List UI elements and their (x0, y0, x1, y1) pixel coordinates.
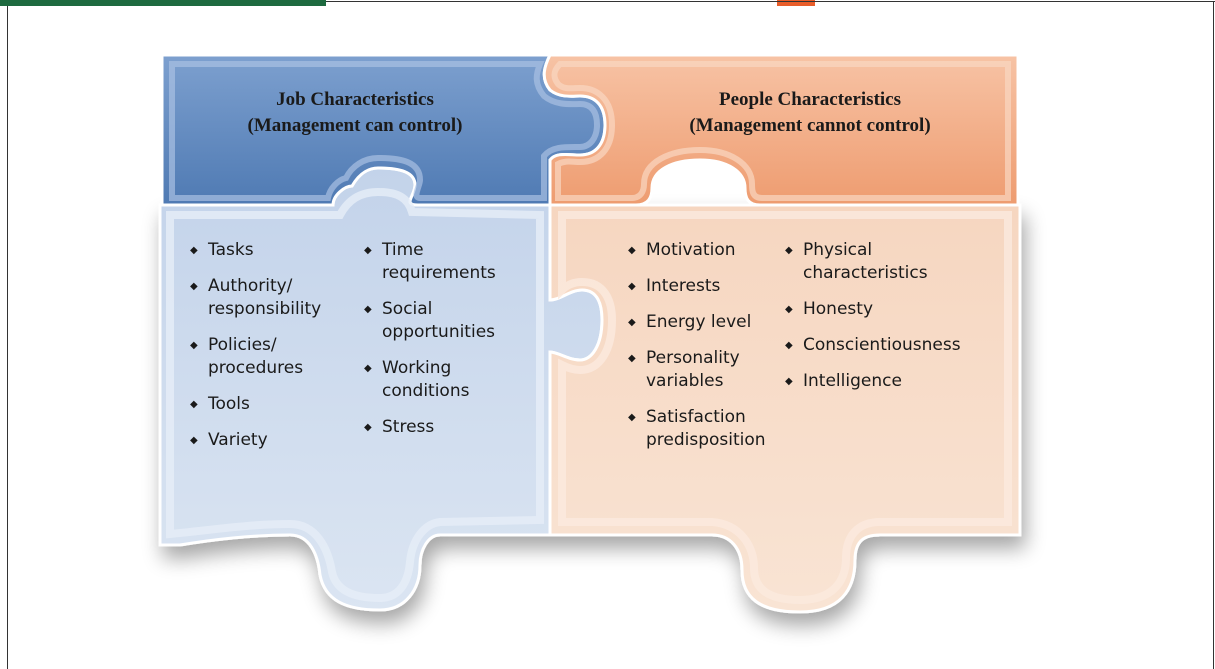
job-list-col2: ◆Time requirements ◆Social opportunities… (364, 239, 524, 452)
list-item: ◆Tasks (190, 240, 254, 260)
header-orange-mark (777, 0, 815, 6)
diamond-bullet-icon: ◆ (628, 353, 636, 364)
diamond-bullet-icon: ◆ (628, 281, 636, 292)
list-item: ◆Variety (190, 430, 268, 450)
list-item: ◆Personality variables (628, 348, 740, 391)
people-list-col2: ◆Physical characteristics ◆Honesty ◆Cons… (785, 239, 975, 406)
job-list-col1: ◆Tasks ◆Authority/ responsibility ◆Polic… (190, 239, 348, 465)
diamond-bullet-icon: ◆ (364, 245, 372, 256)
list-item: ◆Stress (364, 417, 435, 437)
diamond-bullet-icon: ◆ (628, 317, 636, 328)
job-characteristics-subtitle: (Management can control) (247, 115, 463, 136)
people-characteristics-title: People Characteristics (718, 89, 902, 110)
diamond-bullet-icon: ◆ (364, 363, 372, 374)
diamond-bullet-icon: ◆ (785, 376, 793, 387)
list-item: ◆Energy level (628, 312, 752, 332)
list-item: ◆Satisfaction predisposition (628, 407, 766, 450)
people-characteristics-subtitle: (Management cannot control) (689, 115, 931, 136)
diamond-bullet-icon: ◆ (190, 435, 198, 446)
people-list-col1: ◆Motivation ◆Interests ◆Energy level ◆Pe… (628, 239, 796, 465)
list-item: ◆Interests (628, 276, 721, 296)
frame-border-left (7, 6, 8, 669)
frame-border-right (1213, 1, 1214, 669)
diamond-bullet-icon: ◆ (190, 399, 198, 410)
list-item: ◆Social opportunities (364, 299, 496, 342)
list-item: ◆Authority/ responsibility (190, 276, 322, 319)
header-green-bar (0, 0, 326, 6)
job-characteristics-header: Job Characteristics (Management can cont… (195, 87, 515, 139)
orange-top-piece (542, 53, 1020, 207)
list-item: ◆Policies/ procedures (190, 335, 304, 378)
list-item: ◆Conscientiousness (785, 335, 961, 355)
diamond-bullet-icon: ◆ (190, 245, 198, 256)
list-item: ◆Working conditions (364, 358, 470, 401)
frame-border-top (326, 1, 1215, 2)
diamond-bullet-icon: ◆ (785, 304, 793, 315)
diamond-bullet-icon: ◆ (364, 304, 372, 315)
list-item: ◆Intelligence (785, 371, 902, 391)
list-item: ◆Honesty (785, 299, 874, 319)
job-characteristics-title: Job Characteristics (276, 89, 434, 110)
diamond-bullet-icon: ◆ (785, 245, 793, 256)
diamond-bullet-icon: ◆ (190, 340, 198, 351)
list-item: ◆Motivation (628, 240, 736, 260)
diamond-bullet-icon: ◆ (785, 340, 793, 351)
diamond-bullet-icon: ◆ (190, 281, 198, 292)
list-item: ◆Time requirements (364, 240, 496, 283)
orange-bottom-piece (548, 203, 1022, 614)
list-item: ◆Tools (190, 394, 250, 414)
people-characteristics-header: People Characteristics (Management canno… (650, 87, 970, 139)
list-item: ◆Physical characteristics (785, 240, 928, 283)
diamond-bullet-icon: ◆ (364, 422, 372, 433)
diamond-bullet-icon: ◆ (628, 412, 636, 423)
diamond-bullet-icon: ◆ (628, 245, 636, 256)
